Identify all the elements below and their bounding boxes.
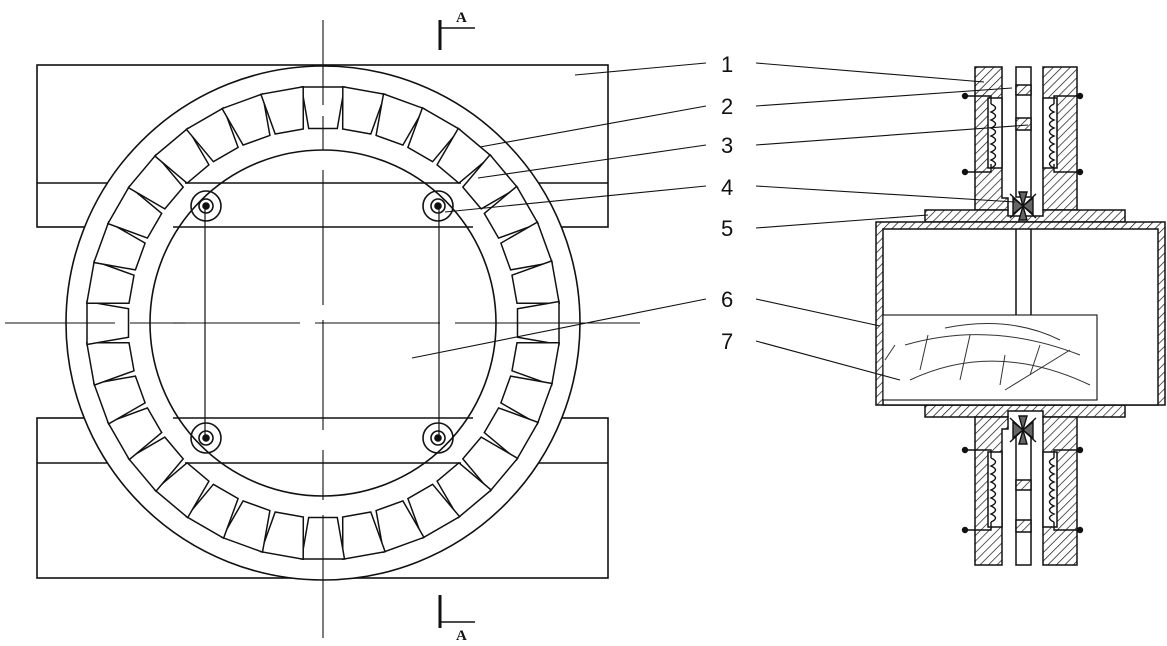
bearing-bottom bbox=[1009, 415, 1037, 445]
scale-window bbox=[882, 314, 1098, 401]
section-view bbox=[875, 66, 1166, 566]
bottom-flange bbox=[924, 404, 1126, 418]
leader-lines bbox=[411, 62, 1029, 381]
callout-1: 1 bbox=[721, 52, 733, 77]
callout-6: 6 bbox=[721, 287, 733, 312]
bearing-top bbox=[1009, 191, 1037, 221]
callout-5: 5 bbox=[721, 216, 733, 241]
coil-upper-left bbox=[961, 92, 997, 176]
bearings bbox=[1009, 191, 1037, 445]
coil-lower-right bbox=[1048, 446, 1084, 534]
section-mark-top bbox=[438, 20, 475, 50]
section-mark-bottom bbox=[438, 595, 475, 628]
bolt-bottom-right bbox=[422, 422, 454, 454]
bolt-bottom-left bbox=[190, 422, 222, 454]
callout-7: 7 bbox=[721, 329, 733, 354]
callout-4: 4 bbox=[721, 175, 733, 200]
scale-arcs bbox=[884, 323, 1091, 391]
bolt-top-right bbox=[422, 190, 454, 222]
lower-disc bbox=[1015, 429, 1032, 566]
coils bbox=[961, 92, 1084, 534]
coil-lower-left bbox=[961, 446, 997, 534]
section-label-top: A bbox=[456, 10, 467, 26]
bolt-top-left bbox=[190, 190, 222, 222]
disc-slot bbox=[259, 85, 305, 135]
coil-upper-right bbox=[1048, 92, 1084, 176]
callout-2: 2 bbox=[721, 94, 733, 119]
front-view bbox=[5, 20, 640, 638]
callout-3: 3 bbox=[721, 133, 733, 158]
section-label-bottom: A bbox=[456, 628, 467, 641]
center-lines bbox=[5, 20, 640, 638]
callout-numbers: 1 2 3 4 5 6 7 bbox=[721, 52, 733, 354]
disc-slots bbox=[85, 85, 561, 561]
